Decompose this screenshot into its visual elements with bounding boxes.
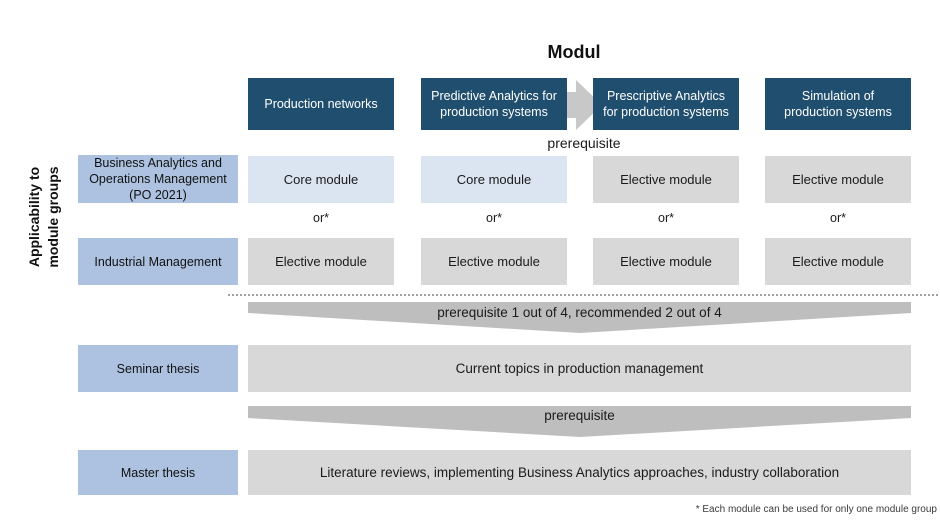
module-column-header-production-networks: Production networks	[248, 78, 394, 130]
funnel-banner-prerequisite-1	[248, 302, 911, 333]
prerequisite-arrow-icon	[558, 80, 602, 130]
funnel-label-prerequisite-1: prerequisite 1 out of 4, recommended 2 o…	[437, 305, 722, 320]
funnel-banner-prerequisite-2	[248, 406, 911, 437]
funnel-label-prerequisite-2: prerequisite	[544, 408, 615, 423]
or-connector-col3: or*	[658, 211, 674, 225]
cell-row2-col1: Elective module	[248, 238, 394, 285]
group-label-business-analytics: Business Analytics and Operations Manage…	[78, 155, 238, 203]
cell-row2-col4: Elective module	[765, 238, 911, 285]
module-column-header-simulation: Simulation of production systems	[765, 78, 911, 130]
group-label-master-thesis: Master thesis	[78, 450, 238, 495]
master-thesis-content: Literature reviews, implementing Busines…	[248, 450, 911, 495]
cell-row1-col1: Core module	[248, 156, 394, 203]
cell-row1-col4: Elective module	[765, 156, 911, 203]
module-column-header-predictive-analytics: Predictive Analytics for production syst…	[421, 78, 567, 130]
group-label-seminar-thesis: Seminar thesis	[78, 345, 238, 392]
axis-label-line2: module groups	[44, 166, 61, 268]
module-column-header-prescriptive-analytics: Prescriptive Analytics for production sy…	[593, 78, 739, 130]
dotted-divider	[228, 294, 938, 296]
footnote: * Each module can be used for only one m…	[695, 504, 937, 515]
cell-row1-col2: Core module	[421, 156, 567, 203]
or-connector-col4: or*	[830, 211, 846, 225]
cell-row2-col2: Elective module	[421, 238, 567, 285]
group-label-industrial-management: Industrial Management	[78, 238, 238, 285]
axis-label-line1: Applicability to	[26, 166, 42, 268]
axis-label: Applicability to module groups	[25, 137, 69, 297]
or-connector-col1: or*	[313, 211, 329, 225]
page-title: Modul	[547, 42, 601, 62]
arrow-prerequisite-label: prerequisite	[547, 135, 621, 151]
cell-row1-col3: Elective module	[593, 156, 739, 203]
or-connector-col2: or*	[486, 211, 502, 225]
cell-row2-col3: Elective module	[593, 238, 739, 285]
seminar-thesis-content: Current topics in production management	[248, 345, 911, 392]
